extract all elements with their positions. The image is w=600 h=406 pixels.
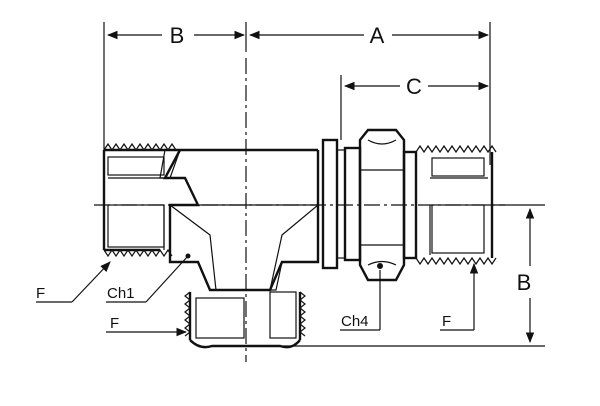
flange xyxy=(321,138,345,270)
callout-ch1-label: Ch1 xyxy=(107,285,135,302)
dimension-b-right-label: B xyxy=(517,270,532,295)
dimension-a: A xyxy=(248,22,491,165)
tee-body xyxy=(159,148,320,292)
dimension-c: C xyxy=(340,74,490,140)
dimension-b-top-label: B xyxy=(170,23,185,48)
dimension-c-label: C xyxy=(406,74,422,99)
hex-nut xyxy=(358,128,406,282)
callout-ch4-label: Ch4 xyxy=(341,313,369,330)
callout-ch1: Ch1 xyxy=(106,253,191,303)
callout-f-right-label: F xyxy=(442,313,451,330)
callout-f-bottom: F xyxy=(106,315,188,337)
callout-f-left: F xyxy=(36,261,111,303)
bottom-threaded-branch xyxy=(184,291,306,349)
callout-f-right: F xyxy=(440,262,479,331)
locknut xyxy=(343,146,418,262)
dimension-a-label: A xyxy=(370,23,385,48)
callout-f-bottom-label: F xyxy=(110,315,119,332)
dimension-b-top: B xyxy=(103,22,247,165)
callout-ch4: Ch4 xyxy=(340,270,381,331)
left-threaded-end xyxy=(102,142,185,258)
callout-f-left-label: F xyxy=(36,285,45,302)
right-threaded-end xyxy=(415,144,497,266)
dimension-b-right: B xyxy=(275,204,545,347)
